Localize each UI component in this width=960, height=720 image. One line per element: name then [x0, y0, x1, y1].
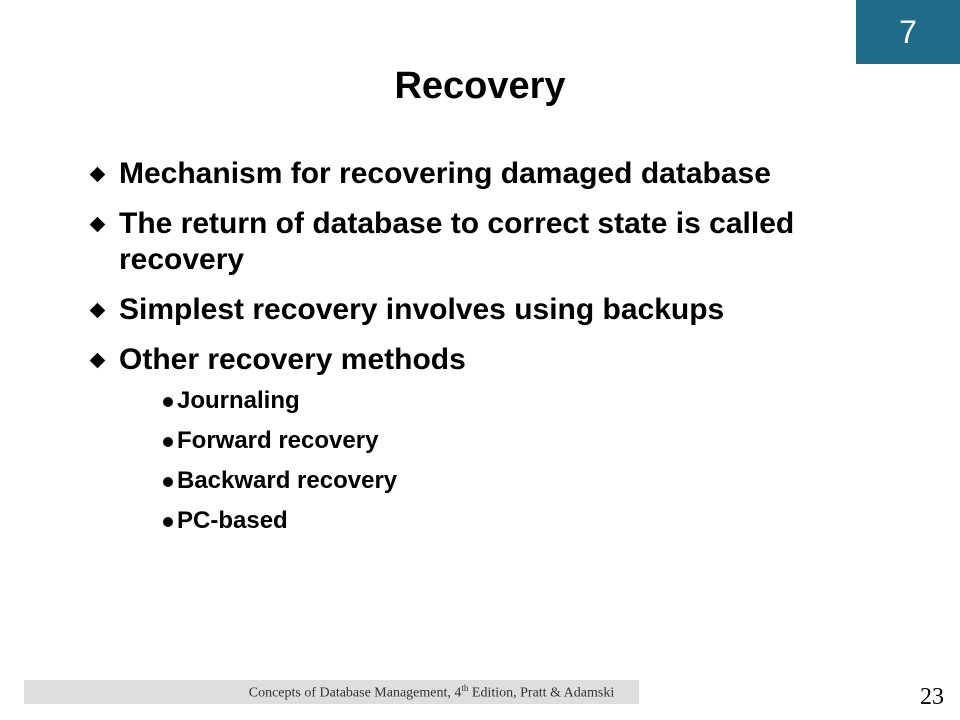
- bullet-text: Simplest recovery involves using backups: [119, 293, 725, 326]
- diamond-bullet-icon: [89, 352, 106, 369]
- bullet-text: Other recovery methods: [119, 343, 466, 376]
- bullet-item: Other recovery methods Journaling Forwar…: [89, 342, 892, 535]
- sub-bullet-text: PC-based: [177, 507, 288, 534]
- dot-bullet-icon: [163, 397, 173, 407]
- diamond-bullet-icon: [89, 216, 106, 233]
- footer-text: Concepts of Database Management, 4th Edi…: [249, 683, 615, 702]
- dot-bullet-icon: [163, 517, 173, 527]
- sub-bullet-text: Backward recovery: [177, 467, 398, 494]
- sub-bullet-item: Forward recovery: [135, 426, 892, 455]
- bullet-item: Simplest recovery involves using backups: [89, 292, 892, 328]
- chapter-number-box: 7: [856, 0, 960, 64]
- bullet-item: The return of database to correct state …: [89, 206, 892, 278]
- sub-bullet-item: PC-based: [135, 506, 892, 535]
- sub-bullet-text: Journaling: [177, 387, 300, 414]
- sub-bullet-item: Journaling: [135, 386, 892, 415]
- footer-text-suffix: Edition, Pratt & Adamski: [468, 685, 615, 701]
- bullet-item: Mechanism for recovering damaged databas…: [89, 156, 892, 192]
- sub-bullet-item: Backward recovery: [135, 466, 892, 495]
- footer-text-superscript: th: [461, 682, 469, 693]
- diamond-bullet-icon: [89, 302, 106, 319]
- dot-bullet-icon: [163, 437, 173, 447]
- chapter-number: 7: [899, 13, 917, 50]
- bullet-list: Mechanism for recovering damaged databas…: [89, 156, 892, 549]
- page-number: 23: [920, 684, 944, 710]
- footer-text-prefix: Concepts of Database Management, 4: [248, 685, 462, 701]
- bullet-text: Mechanism for recovering damaged databas…: [119, 157, 771, 190]
- sub-bullet-list: Journaling Forward recovery Backward rec…: [119, 386, 892, 535]
- bullet-text: The return of database to correct state …: [119, 207, 795, 276]
- slide-title: Recovery: [394, 65, 566, 107]
- footer-bar: Concepts of Database Management, 4th Edi…: [24, 680, 639, 704]
- dot-bullet-icon: [163, 477, 173, 487]
- diamond-bullet-icon: [89, 166, 106, 183]
- sub-bullet-text: Forward recovery: [177, 427, 379, 454]
